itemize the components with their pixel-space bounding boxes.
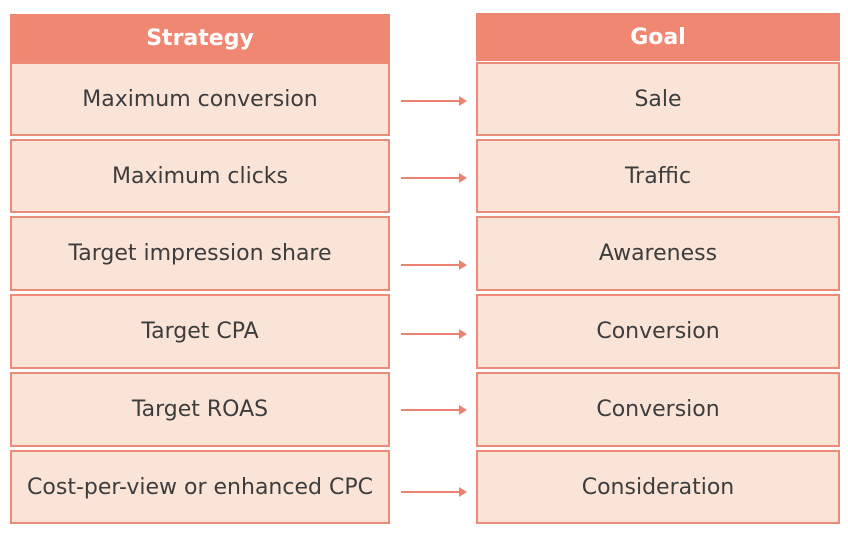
goal-cell: Conversion [476,294,840,369]
arrow-icon [401,329,467,339]
arrow-icon [401,96,467,106]
arrow-icon [401,487,467,497]
goal-header: Goal [476,13,840,61]
strategy-cell: Maximum clicks [10,139,390,213]
strategy-cell: Target CPA [10,294,390,369]
strategy-cell: Cost-per-view or enhanced CPC [10,450,390,524]
strategy-cell: Maximum conversion [10,62,390,136]
goal-cell: Traffic [476,139,840,213]
goal-cell: Consideration [476,450,840,524]
arrow-icon [401,173,467,183]
goal-cell: Sale [476,62,840,136]
strategy-cell: Target impression share [10,216,390,291]
strategy-cell: Target ROAS [10,372,390,447]
strategy-header: Strategy [10,14,390,62]
goal-cell: Conversion [476,372,840,447]
arrow-icon [401,260,467,270]
goal-cell: Awareness [476,216,840,291]
arrow-icon [401,405,467,415]
